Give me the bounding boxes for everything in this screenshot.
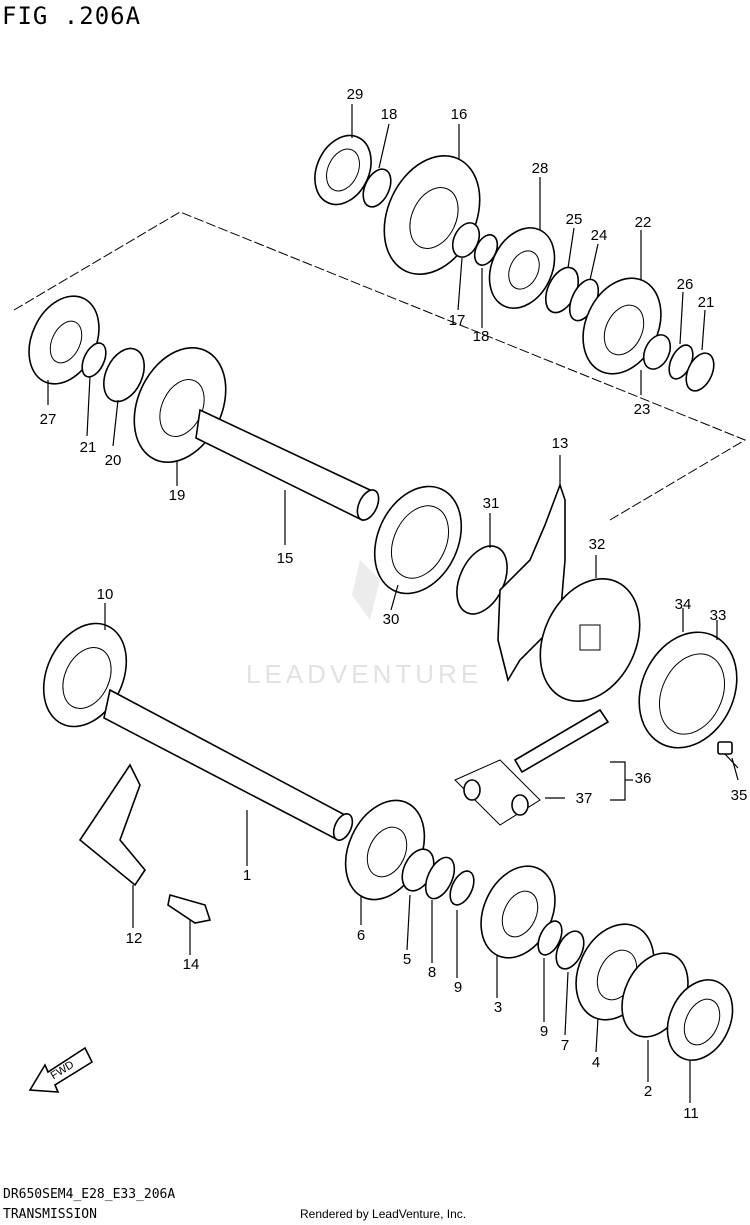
part-label-32: 32: [589, 536, 606, 553]
gear-3: [480, 865, 556, 959]
part-label-35: 35: [731, 787, 748, 804]
sprocket-32: [539, 578, 641, 702]
part-label-20: 20: [105, 452, 122, 469]
circlip-9-lower: [537, 920, 563, 956]
part-label-34: 34: [675, 596, 692, 613]
part-label-37: 37: [576, 790, 593, 807]
chain-36: [513, 708, 610, 774]
part-label-13: 13: [552, 435, 569, 452]
bushing-23: [642, 334, 672, 370]
part-label-36: 36: [635, 770, 652, 787]
part-label-33: 33: [710, 607, 727, 624]
washer-18-top: [362, 168, 392, 208]
plate-12: [78, 763, 146, 887]
part-label-29: 29: [347, 86, 364, 103]
part-label-8: 8: [428, 964, 436, 981]
part-label-1: 1: [243, 867, 251, 884]
part-label-23: 23: [634, 401, 651, 418]
part-label-16: 16: [451, 106, 468, 123]
washer-20: [103, 347, 145, 403]
leader-lines: [47, 104, 739, 1103]
part-label-25: 25: [566, 211, 583, 228]
part-label-14: 14: [183, 956, 200, 973]
bearing-30: [373, 485, 463, 595]
part-label-12: 12: [126, 930, 143, 947]
bearing-10: [42, 622, 128, 728]
part-label-9-lower: 9: [540, 1023, 548, 1040]
circlip-21-left: [81, 342, 107, 378]
part-label-28: 28: [532, 160, 549, 177]
bearing-11: [666, 979, 734, 1061]
circlip-21-right: [685, 352, 715, 392]
part-label-2: 2: [644, 1083, 652, 1100]
part-label-6: 6: [357, 927, 365, 944]
countershaft-15: [195, 408, 380, 522]
watermark-text: LEADVENTURE: [246, 659, 482, 689]
footer-section-name: TRANSMISSION: [3, 1207, 97, 1222]
watermark: LEADVENTURE: [246, 560, 482, 689]
part-label-22: 22: [635, 214, 652, 231]
bolt-14: [167, 893, 212, 924]
part-label-31: 31: [483, 495, 500, 512]
part-label-30: 30: [383, 611, 400, 628]
part-label-3: 3: [494, 999, 502, 1016]
part-label-24: 24: [591, 227, 608, 244]
part-label-11: 11: [683, 1105, 699, 1122]
countershaft-group-outline: [13, 211, 747, 521]
part-label-19: 19: [169, 487, 186, 504]
part-label-18-lower: 18: [473, 328, 490, 345]
footer-rendered-by: Rendered by LeadVenture, Inc.: [300, 1207, 467, 1221]
part-label-18: 18: [381, 106, 398, 123]
part-label-5: 5: [403, 951, 411, 968]
circlip-9-upper: [449, 870, 475, 906]
part-label-26: 26: [677, 276, 694, 293]
driveshaft-1: [103, 688, 354, 842]
gear-27: [28, 295, 100, 385]
bolt-35: [717, 741, 739, 769]
part-label-21-right: 21: [698, 294, 715, 311]
washer-7: [555, 930, 585, 970]
part-label-7: 7: [561, 1037, 569, 1054]
washer-8: [424, 856, 456, 900]
part-label-21-left: 21: [80, 439, 97, 456]
part-label-27: 27: [40, 411, 57, 428]
part-label-17: 17: [449, 312, 466, 329]
part-label-9-upper: 9: [454, 979, 462, 996]
footer-model-code: DR650SEM4_E28_E33_206A: [3, 1187, 176, 1202]
part-number-labels: 29 18 16 28 25 24 22 26 21 17 18 23 27 2…: [40, 86, 748, 1122]
part-label-10: 10: [97, 586, 114, 603]
figure-title: FIG .206A: [2, 2, 142, 30]
gear-16: [383, 155, 481, 275]
part-label-4: 4: [592, 1054, 600, 1071]
joint-37: [454, 759, 541, 826]
fwd-arrow-icon: FWD: [28, 1046, 94, 1093]
part-label-15: 15: [277, 550, 294, 567]
sprocket-cover-33: [638, 631, 738, 749]
